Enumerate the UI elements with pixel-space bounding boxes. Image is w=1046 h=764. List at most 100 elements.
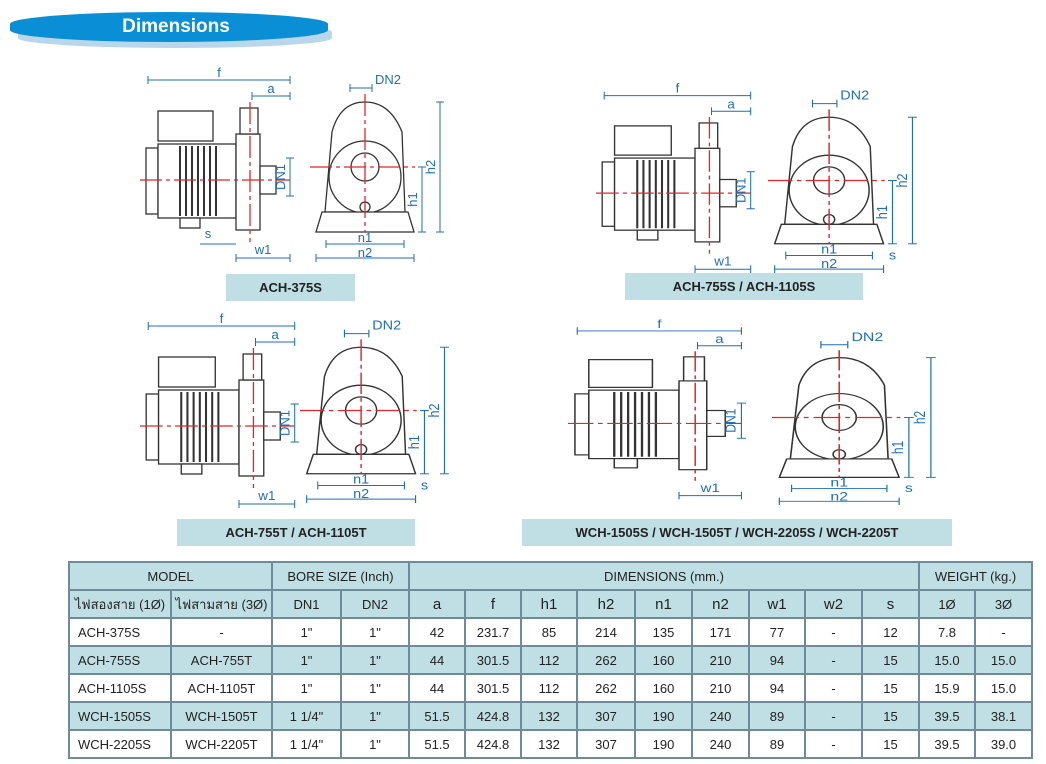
- table-cell: 210: [691, 673, 750, 703]
- table-cell: 39.5: [918, 701, 976, 731]
- table-cell: 15: [861, 701, 920, 731]
- table-cell: ACH-1105T: [170, 673, 273, 703]
- table-cell: 262: [576, 673, 636, 703]
- table-cell: 1 1/4": [271, 729, 342, 759]
- table-cell: 39.0: [974, 729, 1033, 759]
- table-cell: 44: [408, 673, 466, 703]
- model-caption: ACH-755S / ACH-1105S: [625, 273, 863, 300]
- table-cell: 38.1: [974, 701, 1033, 731]
- terminal-box: [588, 359, 654, 388]
- section-title: Dimensions: [122, 16, 230, 37]
- model-caption: ACH-375S: [226, 274, 355, 301]
- table-cell: 39.5: [918, 729, 976, 759]
- pump-volute: [238, 379, 265, 477]
- table-cell: 15.0: [974, 645, 1033, 675]
- table-cell: 190: [634, 729, 693, 759]
- discharge-outlet: [239, 107, 259, 135]
- column-header: 1Ø: [918, 589, 976, 619]
- table-cell: WCH-1505T: [170, 701, 273, 731]
- table-cell: 15: [861, 673, 920, 703]
- table-cell: 85: [520, 617, 578, 647]
- column-header: h2: [576, 589, 636, 619]
- header-weight: WEIGHT (kg.): [918, 561, 1033, 591]
- table-cell: 77: [748, 617, 806, 647]
- dimension-w1-label: w1: [257, 488, 275, 503]
- table-cell: 240: [691, 729, 750, 759]
- dimension-h2-label: h2: [910, 411, 928, 424]
- motor-foot: [613, 457, 639, 469]
- table-cell: 15.9: [918, 673, 976, 703]
- column-header: ไฟสองสาย (1Ø): [68, 589, 172, 619]
- pump-volute: [235, 133, 261, 231]
- dimension-n1-label: n1: [821, 242, 837, 256]
- table-cell: 214: [576, 617, 636, 647]
- dimension-h2-label: h2: [423, 160, 438, 174]
- column-header: a: [408, 589, 466, 619]
- dimension-a-label: a: [727, 97, 735, 112]
- dimension-dn2-label: DN2: [840, 88, 869, 102]
- table-cell: 231.7: [464, 617, 522, 647]
- motor-end-cap: [574, 393, 590, 456]
- column-header: n1: [634, 589, 693, 619]
- dimension-dn1-label: DN1: [277, 410, 292, 436]
- terminal-box: [613, 125, 672, 156]
- motor-foot: [636, 229, 659, 241]
- table-cell: 301.5: [464, 673, 522, 703]
- motor-foot: [180, 463, 203, 475]
- model-caption: WCH-1505S / WCH-1505T / WCH-2205S / WCH-…: [522, 519, 952, 546]
- table-cell: 1": [340, 617, 410, 647]
- dimension-dn2-label: DN2: [851, 330, 883, 344]
- table-cell: -: [804, 729, 863, 759]
- table-cell: -: [804, 673, 863, 703]
- table-cell: 1": [340, 701, 410, 731]
- table-cell: 1": [340, 729, 410, 759]
- column-header: 3Ø: [974, 589, 1033, 619]
- dimension-dn2-label: DN2: [372, 318, 401, 332]
- table-cell: 15: [861, 729, 920, 759]
- column-header: DN1: [271, 589, 342, 619]
- column-header: DN2: [340, 589, 410, 619]
- table-cell: 132: [520, 701, 578, 731]
- pump-volute: [678, 380, 708, 471]
- discharge-outlet: [682, 356, 706, 382]
- dimensions-table: MODEL BORE SIZE (Inch) DIMENSIONS (mm.) …: [68, 561, 1033, 759]
- table-cell: 240: [691, 701, 750, 731]
- table-cell: 112: [520, 645, 578, 675]
- dimension-dn1-label: DN1: [722, 409, 739, 433]
- table-cell: 424.8: [464, 701, 522, 731]
- table-cell: -: [804, 617, 863, 647]
- discharge-outlet: [698, 122, 719, 149]
- dimension-s-label: s: [205, 226, 212, 241]
- table-cell: 160: [634, 645, 693, 675]
- table-cell: 190: [634, 701, 693, 731]
- table-cell: -: [804, 701, 863, 731]
- dimension-s-label: s: [889, 248, 896, 262]
- dimension-dn2-label: DN2: [375, 72, 401, 87]
- table-cell: -: [804, 645, 863, 675]
- table-cell: 160: [634, 673, 693, 703]
- table-cell: 135: [634, 617, 693, 647]
- model-caption: ACH-755T / ACH-1105T: [177, 519, 415, 546]
- dimension-a-label: a: [715, 332, 724, 345]
- discharge-outlet: [242, 353, 263, 381]
- table-cell: 112: [520, 673, 578, 703]
- table-cell: 7.8: [918, 617, 976, 647]
- dimension-f-label: f: [220, 312, 224, 326]
- table-cell: 424.8: [464, 729, 522, 759]
- table-cell: 51.5: [408, 729, 466, 759]
- pump-volute: [694, 147, 721, 243]
- section-banner: Dimensions: [10, 12, 328, 42]
